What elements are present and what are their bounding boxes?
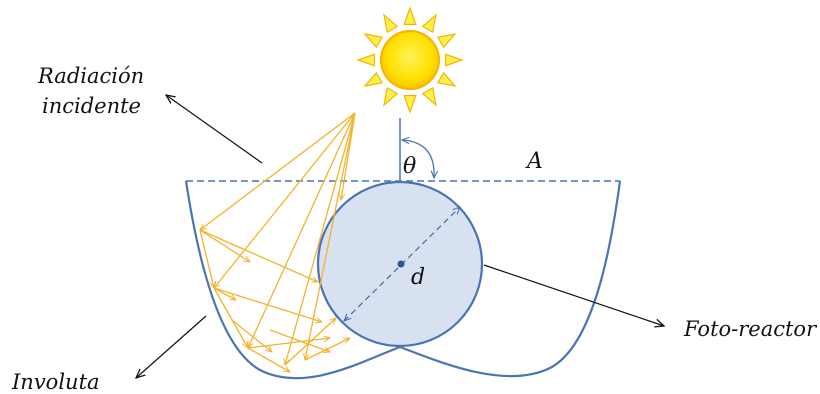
right-involute-reflector xyxy=(399,180,622,378)
incident-rays xyxy=(199,112,356,372)
ray-segment xyxy=(213,287,236,300)
ray-segment xyxy=(269,329,330,352)
sun-ray-triangle xyxy=(363,71,384,87)
ray-segment xyxy=(199,229,318,283)
ray-segment xyxy=(199,229,250,262)
sun-ray-triangle xyxy=(356,53,376,67)
radiation-label-line1: Radiación xyxy=(37,64,144,88)
sun-ray-triangle xyxy=(421,86,437,107)
ray-segment xyxy=(304,337,350,361)
radiation-label-line2: incidente xyxy=(42,94,141,118)
ray-segment xyxy=(231,319,272,352)
theta-angle-arc xyxy=(402,140,434,178)
ray-segment xyxy=(247,112,356,348)
photoreactor-pointer xyxy=(483,264,664,326)
diameter-label: d xyxy=(411,265,425,290)
theta-label: θ xyxy=(403,154,416,179)
aperture-label: A xyxy=(525,149,543,174)
radiation-pointer xyxy=(166,95,263,164)
ray-segment xyxy=(199,229,214,288)
ray-segment xyxy=(284,318,336,366)
sun-ray-triangle xyxy=(436,71,457,87)
tube-center-dot xyxy=(397,260,405,268)
sun-icon xyxy=(356,6,464,114)
sun-ray-triangle xyxy=(403,94,417,114)
sun-ray-triangle xyxy=(436,33,457,49)
ray-segment xyxy=(214,112,356,288)
ray-segment xyxy=(247,347,290,372)
involute-pointer xyxy=(136,315,207,378)
photoreactor-label: Foto-reactor xyxy=(683,317,818,341)
involute-label: Involuta xyxy=(11,370,100,394)
sun-ray-triangle xyxy=(421,13,437,34)
ray-segment xyxy=(285,112,356,365)
sun-ray-triangle xyxy=(363,33,384,49)
sun-ray-triangle xyxy=(444,53,464,67)
sun-ray-triangle xyxy=(383,13,399,34)
sun-ray-triangle xyxy=(383,86,399,107)
left-involute-reflector xyxy=(184,180,401,380)
sun-ray-triangle xyxy=(403,6,417,26)
sun-disc xyxy=(380,30,440,90)
ray-segment xyxy=(247,338,330,349)
ray-segment xyxy=(213,287,248,348)
ray-segment xyxy=(213,287,322,322)
ray-segment xyxy=(200,112,356,230)
